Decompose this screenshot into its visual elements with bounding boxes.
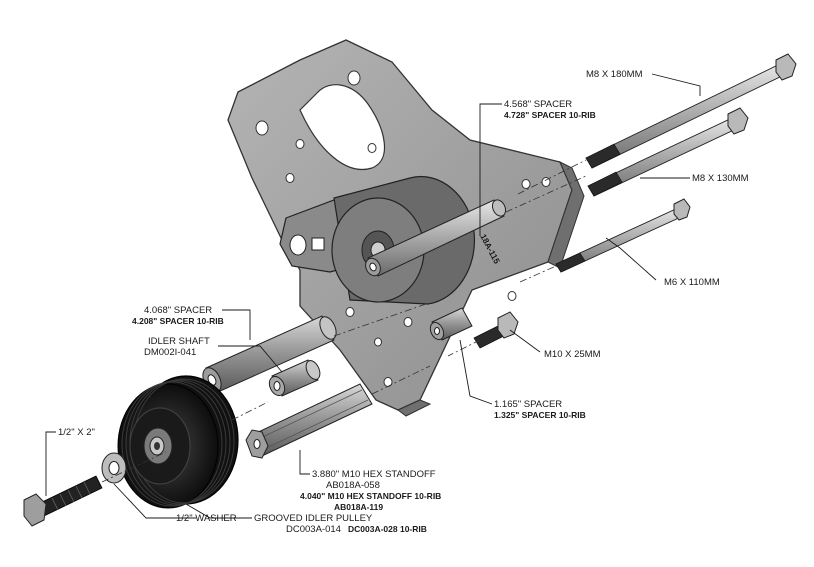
assembly-axis-lines bbox=[101, 159, 587, 483]
bolt-m6-110 bbox=[555, 198, 691, 273]
washer bbox=[101, 452, 127, 484]
bolt-m8-180 bbox=[585, 53, 797, 169]
label-pulley-pn: DC003A-014 bbox=[286, 524, 341, 535]
idler-shaft bbox=[268, 359, 321, 397]
spacer-4068 bbox=[202, 315, 337, 393]
label-standoff-3880-pn: AB018A-058 bbox=[326, 480, 380, 491]
bolt-m10-25 bbox=[473, 311, 519, 349]
label-standoff-4040: 4.040" M10 HEX STANDOFF 10-RIB bbox=[300, 491, 441, 501]
label-standoff-3880: 3.880" M10 HEX STANDOFF bbox=[312, 469, 436, 480]
hex-standoff bbox=[245, 383, 373, 459]
label-m8-130: M8 X 130MM bbox=[692, 173, 749, 184]
label-idler-shaft-pn: DM002I-041 bbox=[144, 347, 196, 358]
bolt-half-by-2 bbox=[23, 475, 103, 527]
spacer-1165 bbox=[429, 307, 473, 341]
bolt-m8-130 bbox=[587, 107, 749, 197]
label-m6-110: M6 X 110MM bbox=[664, 277, 720, 288]
leader-lines bbox=[45, 73, 701, 519]
spacer-4568 bbox=[365, 199, 507, 277]
label-spacer-4068: 4.068" SPACER bbox=[144, 305, 212, 316]
tensioner-arm-hole bbox=[289, 234, 307, 256]
label-m10-25: M10 X 25MM bbox=[544, 349, 601, 360]
callout-labels: M8 X 180MM M8 X 130MM M6 X 110MM M10 X 2… bbox=[58, 69, 749, 535]
label-idler-shaft: IDLER SHAFT bbox=[148, 336, 210, 347]
label-washer: 1/2" WASHER bbox=[176, 513, 237, 524]
bracket-bottom-edge bbox=[397, 399, 432, 417]
grooved-idler-pulley bbox=[117, 375, 239, 509]
label-spacer-4728: 4.728" SPACER 10-RIB bbox=[504, 110, 596, 120]
label-spacer-1165: 1.165" SPACER bbox=[494, 399, 562, 410]
label-bolt-half-2: 1/2" X 2" bbox=[58, 427, 95, 438]
tensioner-square-drive bbox=[311, 237, 325, 251]
label-pulley: GROOVED IDLER PULLEY bbox=[254, 513, 373, 524]
label-m8-180: M8 X 180MM bbox=[586, 69, 643, 80]
label-spacer-4568: 4.568" SPACER bbox=[504, 99, 572, 110]
label-spacer-1325: 1.325" SPACER 10-RIB bbox=[494, 410, 586, 420]
label-spacer-4208: 4.208" SPACER 10-RIB bbox=[132, 316, 224, 326]
label-pulley-pn-10rib: DC003A-028 10-RIB bbox=[348, 524, 427, 534]
bracket-holes bbox=[255, 70, 551, 387]
label-standoff-4040-pn: AB018A-119 bbox=[334, 502, 383, 512]
bracket-cutout bbox=[299, 84, 386, 170]
